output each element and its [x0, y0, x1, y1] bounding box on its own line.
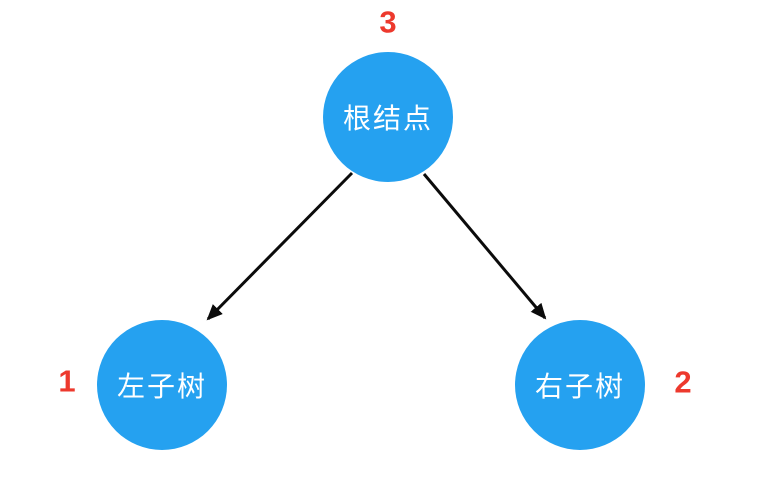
- edge-root-to-left: [206, 171, 354, 321]
- order-number-left: 1: [58, 363, 76, 399]
- order-number-root: 3: [379, 4, 397, 40]
- node-right-subtree: 右子树: [515, 320, 645, 450]
- edge-root-to-right: [422, 173, 547, 320]
- node-left-subtree: 左子树: [97, 320, 227, 450]
- order-number-right: 2: [674, 364, 692, 400]
- node-root: 根结点: [323, 52, 453, 182]
- node-right-label: 右子树: [534, 371, 625, 402]
- node-left-label: 左子树: [116, 371, 207, 402]
- node-root-label: 根结点: [342, 103, 433, 134]
